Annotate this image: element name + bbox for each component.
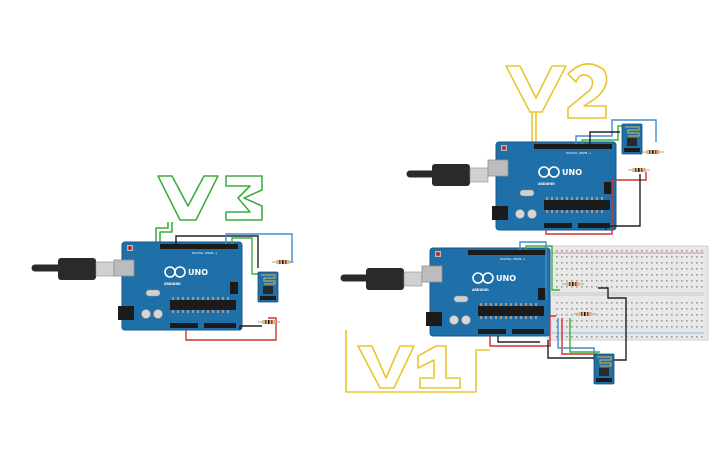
board-model-v1: UNO	[496, 274, 516, 283]
wires-v1	[489, 241, 627, 361]
resistor-v2-b	[627, 167, 651, 173]
circuit-v1: UNO ARDUINO DIGITAL (PWM~)	[340, 241, 709, 393]
board-model-v3: UNO	[188, 268, 208, 277]
board-brand-v1: ARDUINO	[472, 288, 489, 292]
wires-v2	[545, 119, 657, 235]
esp8266-v2[interactable]	[621, 123, 643, 155]
esp8266-v3[interactable]	[257, 271, 279, 303]
label-v3-outline	[155, 175, 263, 244]
arduino-uno-v1[interactable]: UNO ARDUINO DIGITAL (PWM~)	[421, 247, 551, 337]
digital-header-v1: DIGITAL (PWM~)	[500, 257, 525, 261]
board-model-v2: UNO	[562, 168, 582, 177]
board-brand-v3: ARDUINO	[164, 282, 181, 286]
breadboard-v1[interactable]	[547, 245, 709, 341]
usb-cable-v3	[31, 258, 115, 280]
digital-header-v2: DIGITAL (PWM~)	[566, 151, 591, 155]
label-v1-outline	[345, 330, 490, 393]
digital-header-v3: DIGITAL (PWM~)	[192, 251, 217, 255]
resistor-v2-a	[641, 149, 665, 155]
usb-cable-v2	[406, 164, 489, 186]
circuit-v3: UNO ARDUINO DIGITAL (PWM~)	[31, 175, 295, 341]
arduino-uno-v3[interactable]: UNO ARDUINO DIGITAL (PWM~)	[113, 241, 243, 331]
resistor-v3-a	[271, 259, 295, 265]
arduino-uno-v2[interactable]: UNO ARDUINO DIGITAL (PWM~)	[487, 141, 617, 231]
label-v2-outline	[505, 63, 608, 142]
board-brand-v2: ARDUINO	[538, 182, 555, 186]
esp8266-v1[interactable]	[593, 353, 615, 385]
usb-cable-v1	[340, 268, 423, 290]
circuit-v2: UNO ARDUINO DIGITAL (PWM~)	[406, 63, 665, 235]
